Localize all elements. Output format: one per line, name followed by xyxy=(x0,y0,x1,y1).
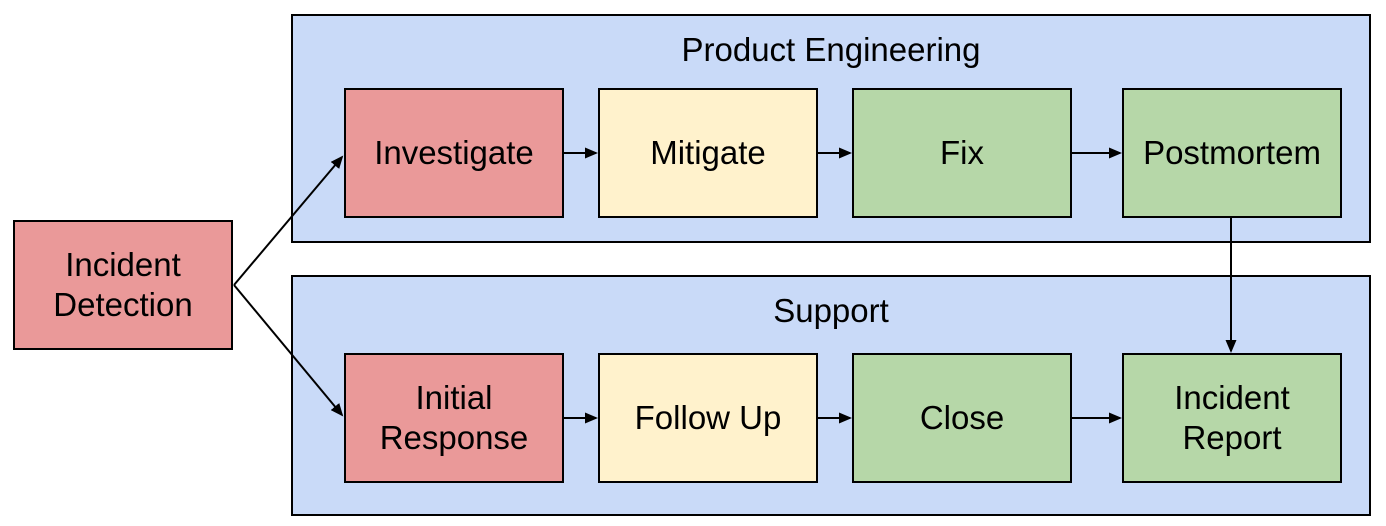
node-postmortem: Postmortem xyxy=(1122,88,1342,218)
node-mitigate: Mitigate xyxy=(598,88,818,218)
group-title-support: Support xyxy=(773,292,889,329)
node-label-postmortem: Postmortem xyxy=(1143,134,1321,172)
node-label-mitigate: Mitigate xyxy=(650,134,766,172)
node-label-fix: Fix xyxy=(940,134,984,172)
node-fix: Fix xyxy=(852,88,1072,218)
node-close: Close xyxy=(852,353,1072,483)
node-label-incident-detection: Incident Detection xyxy=(53,246,193,323)
node-incident-report: Incident Report xyxy=(1122,353,1342,483)
node-follow-up: Follow Up xyxy=(598,353,818,483)
node-label-follow-up: Follow Up xyxy=(634,399,782,437)
node-incident-detection: Incident Detection xyxy=(13,220,233,350)
node-investigate: Investigate xyxy=(344,88,564,218)
node-label-initial-response: Initial Response xyxy=(379,379,529,456)
node-initial-response: Initial Response xyxy=(344,353,564,483)
node-label-investigate: Investigate xyxy=(374,134,534,172)
group-title-product-engineering: Product Engineering xyxy=(681,31,981,68)
node-label-incident-report: Incident Report xyxy=(1174,379,1290,456)
node-label-close: Close xyxy=(919,399,1005,437)
